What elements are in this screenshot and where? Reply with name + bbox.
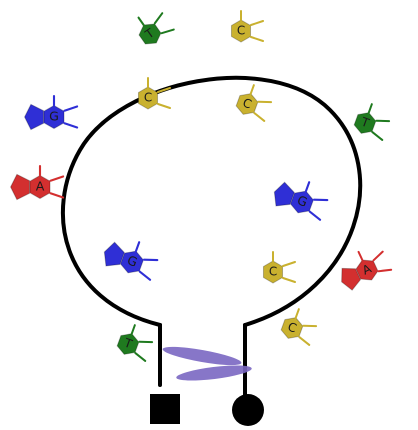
base-letter: G [49,109,59,124]
quencher-square [150,394,180,424]
base-a-left: A [11,166,63,200]
base-letter: C [269,265,277,279]
base-c-top-right: C [231,11,263,42]
base-t-top: T [131,5,175,48]
base-c-inner-lower: C [263,252,295,283]
base-c-inner-left: C [138,78,170,109]
beacon-loop [63,78,360,325]
base-g-inner-left: G [100,232,161,282]
fluorophore-circle [232,394,264,426]
base-g-left: G [25,96,77,130]
base-t-right: T [352,101,392,141]
base-c-inner-mid: C [234,82,274,122]
base-c-lower-right: C [279,306,319,346]
base-ring-5 [11,174,30,199]
stem-helix [162,343,253,383]
helix-bar-top [162,343,243,369]
base-letter: A [36,179,45,194]
base-letter: C [144,91,152,105]
base-ring-5 [25,104,44,129]
base-g-inner-right: G [270,172,331,222]
base-letter: C [237,24,245,38]
helix-bar-bottom [176,362,253,383]
base-t-lower-left: T [115,322,155,362]
